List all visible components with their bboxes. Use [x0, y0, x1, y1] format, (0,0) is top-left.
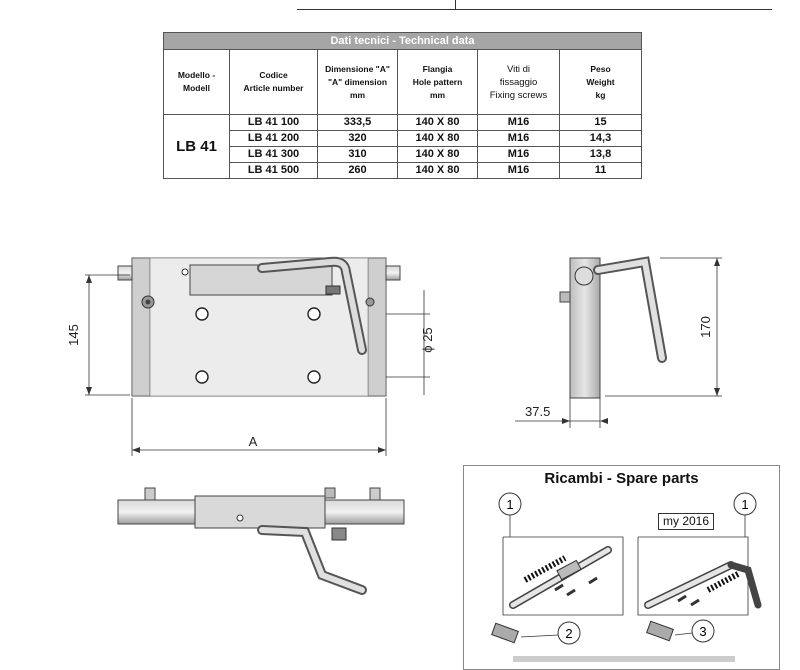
spare-kit-right [644, 561, 762, 609]
header-model: Modello -Modell [163, 49, 230, 115]
spare-parts-title: Ricambi - Spare parts [544, 470, 699, 487]
technical-data-table: Dati tecnici - Technical data Modello -M… [162, 32, 643, 179]
cell-code: LB 41 500 [229, 162, 318, 179]
label-170: 170 [698, 316, 713, 338]
callout-2: 2 [565, 626, 572, 641]
spare-part-2: 2 [491, 621, 581, 645]
callout-1-right: 1 [741, 497, 748, 512]
model-cell: LB 41 [163, 114, 230, 179]
bottom-table-strip [513, 656, 735, 662]
front-view [117, 256, 401, 397]
cell-code: LB 41 300 [229, 146, 318, 163]
top-view [117, 487, 405, 595]
callout-1-left: 1 [506, 497, 513, 512]
label-a: A [249, 434, 258, 449]
label-phi-25: ϕ 25 [420, 327, 435, 352]
dim-height-left: 145 [66, 274, 130, 396]
callout-3: 3 [699, 624, 706, 639]
dim-hole-diameter: ϕ 25 [386, 290, 435, 395]
top-rule [297, 9, 772, 10]
spare-parts-drawing: 1 1 2 3 [491, 492, 762, 645]
table-row: LB 41 LB 41 100 333,5 140 X 80 M16 15 [163, 114, 643, 179]
table-row: LB 41 500 260 140 X 80 M16 11 [164, 162, 643, 179]
cell-flange: 140 X 80 [397, 130, 478, 147]
cell-dimension: 333,5 [317, 114, 398, 131]
spare-kit-left [509, 546, 612, 609]
dim-width-a: A [131, 398, 387, 456]
table-row: LB 41 200 320 140 X 80 M16 14,3 [164, 130, 643, 147]
model-year-badge: my 2016 [658, 513, 715, 530]
label-37-5: 37.5 [525, 404, 550, 419]
cell-weight: 14,3 [558, 130, 643, 147]
cell-weight: 11 [558, 162, 643, 179]
spare-part-3: 3 [646, 619, 715, 643]
cell-dimension: 260 [317, 162, 398, 179]
side-view: 170 37.5 [515, 256, 722, 428]
label-145: 145 [66, 324, 81, 346]
cell-screws: M16 [477, 162, 560, 179]
table-title: Dati tecnici - Technical data [162, 32, 643, 50]
top-tick [455, 0, 456, 10]
cell-dimension: 320 [317, 130, 398, 147]
